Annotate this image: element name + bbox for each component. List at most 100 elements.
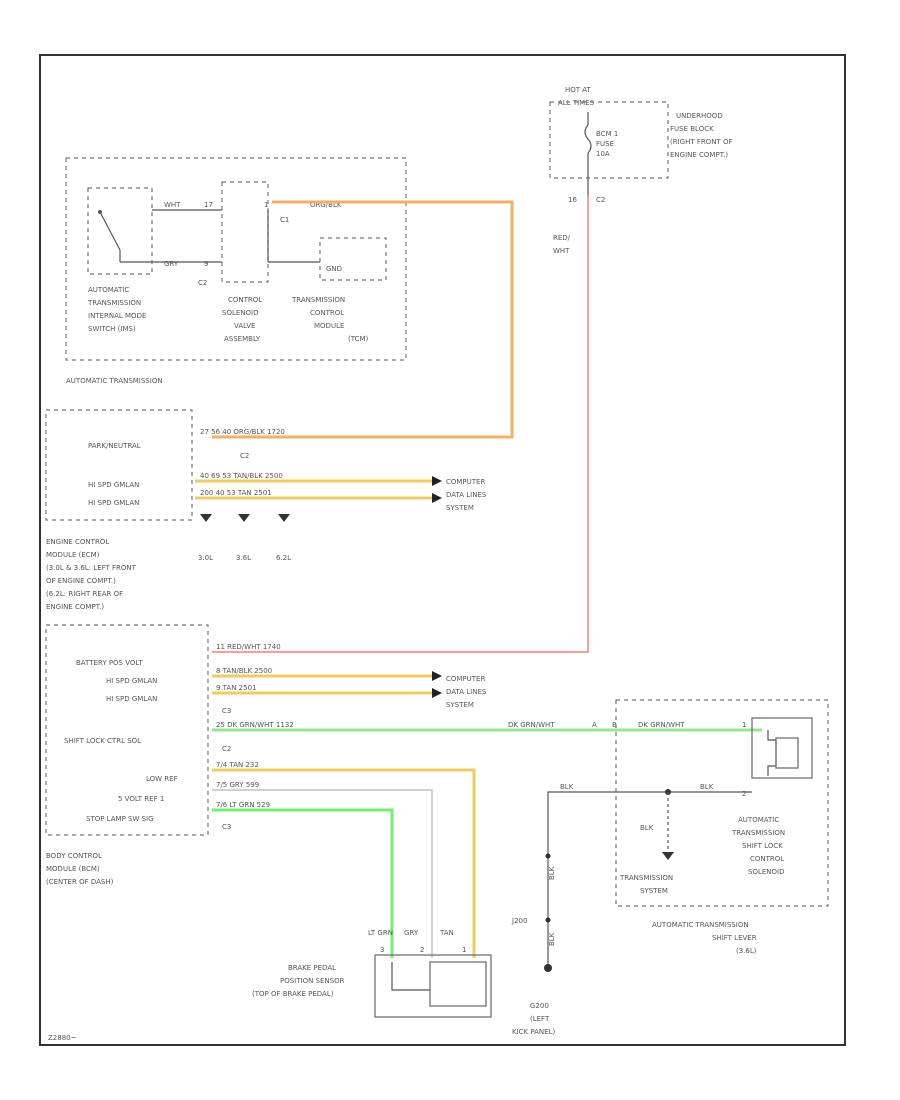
- bcm-wire-low: 7/4 TAN 232: [216, 761, 259, 769]
- ecm-data-lines-2: DATA LINES: [446, 491, 487, 499]
- sensor-label: BRAKE PEDAL: [288, 964, 336, 972]
- bcm-row-5: LOW REF: [146, 775, 178, 783]
- ground-splice-top: [545, 853, 551, 859]
- wire-gry: [212, 789, 433, 958]
- brake-pedal-position-sensor: LT GRN GRY TAN 3 2 1 BRAKE PEDAL POSITIO…: [252, 929, 492, 1018]
- fuse-wire-color-2: WHT: [553, 247, 570, 255]
- wire-lt-grn: [212, 808, 394, 958]
- ims-wire-top: WHT: [164, 201, 181, 209]
- bcm-row-6: 5 VOLT REF 1: [118, 795, 164, 803]
- ground-splice-label: J200: [511, 917, 527, 925]
- ecm-box: [45, 409, 193, 521]
- fuse-pin: 16: [568, 196, 577, 204]
- sensor-body: [374, 954, 492, 1018]
- bcm-arrow-1: [432, 671, 442, 681]
- fuse-amp: 10A: [596, 150, 610, 158]
- ecm-label-4: OF ENGINE COMPT.): [46, 577, 116, 585]
- sensor-wire-gry: GRY: [404, 929, 419, 937]
- shift-wire-mid: DK GRN/WHT: [508, 721, 555, 729]
- variant-marker-3: [278, 514, 290, 522]
- ims-label-4: SWITCH (IMS): [88, 325, 136, 333]
- switch-contact-1: [98, 210, 102, 214]
- hot-at-label: HOT AT: [565, 86, 592, 94]
- solenoid-label: AUTOMATIC: [738, 816, 779, 824]
- variant-3-0l: 3.0L: [198, 554, 213, 562]
- body-control-module: BATTERY POS VOLT HI SPD GMLAN HI SPD GML…: [45, 624, 294, 836]
- ims-wire-bottom: GRY: [164, 260, 179, 268]
- bcm-wire-5v: 7/5 GRY 599: [216, 781, 259, 789]
- sensor-wire-tan: TAN: [439, 929, 454, 937]
- sensor-label-2: POSITION SENSOR: [280, 977, 345, 985]
- automatic-transmission: AUTOMATIC TRANSMISSION AUTOMATIC TRANSMI…: [65, 157, 407, 385]
- ecm-wire-3: 200 40 53 TAN 2501: [200, 489, 272, 497]
- switch-arm: [99, 211, 121, 251]
- wire-tan: [212, 768, 476, 958]
- valve-label-4: ASSEMBLY: [224, 335, 261, 343]
- ground-wire-1: BLK: [548, 866, 556, 880]
- diagram-code: Z2880~: [48, 1034, 77, 1042]
- ecm-label: ENGINE CONTROL: [46, 538, 109, 546]
- variant-3-6l: 3.6L: [236, 554, 251, 562]
- solenoid-label-2: TRANSMISSION: [731, 829, 785, 837]
- fuse-block-name-2: FUSE BLOCK: [670, 125, 714, 133]
- fuse-block-box: [549, 101, 669, 179]
- tcm-label-2: CONTROL: [310, 309, 344, 317]
- bcm-wire-shift: 25 DK GRN/WHT 1132: [216, 721, 294, 729]
- shift-lever-label-3: (3.6L): [736, 947, 757, 955]
- solenoid-body: [751, 717, 813, 779]
- solenoid-coil: [767, 730, 777, 776]
- shift-lever-label: AUTOMATIC TRANSMISSION: [652, 921, 749, 929]
- bcm-wire-g2: 9 TAN 2501: [216, 684, 256, 692]
- ecm-label-5: (6.2L: RIGHT REAR OF: [46, 590, 123, 598]
- trans-system: TRANSMISSION: [619, 874, 673, 882]
- bcm-data-lines-2: DATA LINES: [446, 688, 487, 696]
- variant-6-2l: 6.2L: [276, 554, 291, 562]
- sensor-inner: [429, 961, 487, 1007]
- shift-blk-1: BLK: [560, 783, 574, 791]
- solenoid-label-5: SOLENOID: [748, 868, 784, 876]
- ecm-conn-c2: C2: [240, 452, 249, 460]
- bcm-conn-c3-2: C3: [222, 823, 231, 831]
- bcm-wire-batt: 11 RED/WHT 1740: [216, 643, 281, 651]
- transmission-box: [65, 157, 407, 361]
- bcm-conn-c3-1: C3: [222, 707, 231, 715]
- ecm-row-3: HI SPD GMLAN: [88, 499, 139, 507]
- bcm-row-3: HI SPD GMLAN: [106, 695, 157, 703]
- trans-system-marker: [662, 852, 674, 860]
- tcm-box: [319, 237, 387, 281]
- sensor-label-3: (TOP OF BRAKE PEDAL): [252, 990, 334, 998]
- bcm-wire-stop: 7/6 LT GRN 529: [216, 801, 270, 809]
- ecm-label-2: MODULE (ECM): [46, 551, 100, 559]
- ecm-arrow-2: [432, 493, 442, 503]
- ims-box: [87, 187, 153, 275]
- bcm-row-4: SHIFT LOCK CTRL SOL: [64, 737, 141, 745]
- shift-lever-label-2: SHIFT LEVER: [712, 934, 757, 942]
- ground-name: G200: [530, 1002, 549, 1010]
- bcm-data-lines-3: SYSTEM: [446, 701, 474, 709]
- bcm-label: BODY CONTROL: [46, 852, 102, 860]
- ecm-data-lines: COMPUTER: [446, 478, 485, 486]
- tcm-gnd: GND: [326, 265, 342, 273]
- ecm-wire-1: 27 56 40 ORG/BLK 1720: [200, 428, 285, 436]
- bcm-arrow-2: [432, 688, 442, 698]
- shift-blk-2: BLK: [700, 783, 714, 791]
- solenoid-label-3: SHIFT LOCK: [742, 842, 783, 850]
- ims-label-3: INTERNAL MODE: [88, 312, 146, 320]
- ground-name-2: (LEFT: [530, 1015, 550, 1023]
- ecm-arrow-1: [432, 476, 442, 486]
- ecm-label-3: (3.0L & 3.6L: LEFT FRONT: [46, 564, 137, 572]
- fuse-block-name: UNDERHOOD: [676, 112, 723, 120]
- shift-pin-b: B: [612, 721, 617, 729]
- shift-lever-assembly: DK GRN/WHT A B DK GRN/WHT 1 2 BLK BLK BL…: [508, 699, 829, 968]
- ground-point: [544, 964, 552, 972]
- bcm-row-1: BATTERY POS VOLT: [76, 659, 143, 667]
- pin-1: 1: [264, 201, 268, 209]
- tcm-label-4: (TCM): [348, 335, 369, 343]
- fuse-word: FUSE: [596, 140, 614, 148]
- engine-control-module: PARK/NEUTRAL HI SPD GMLAN HI SPD GMLAN 2…: [45, 409, 285, 521]
- variant-marker-2: [238, 514, 250, 522]
- bcm-wire-g1: 8 TAN/BLK 2500: [216, 667, 272, 675]
- sensor-pin-1: 1: [462, 946, 466, 954]
- shift-lever-box: [615, 699, 829, 907]
